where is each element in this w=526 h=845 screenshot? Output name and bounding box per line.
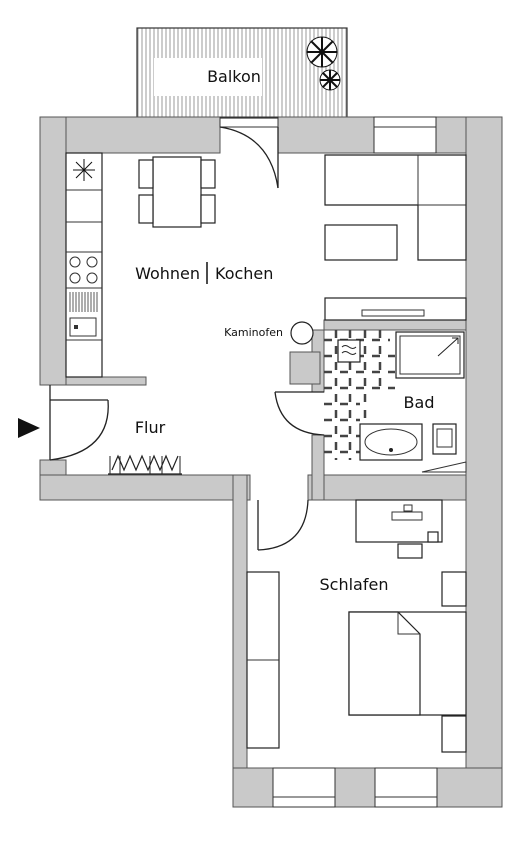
cooktop-icon [69,256,98,284]
balcony [136,27,348,119]
plant-icon [306,36,341,91]
bedroom-furniture [246,499,467,753]
sideboard [324,297,467,321]
fan-icon [73,159,95,181]
stove-icon [290,321,314,345]
walls [39,116,503,808]
coat-rack [108,454,182,475]
wardrobe [246,571,280,749]
washbasin [359,423,423,461]
doors [49,126,325,551]
entrance-arrow-icon[interactable] [18,418,40,438]
windows [219,116,438,808]
shower-icon [395,331,465,379]
room-label-kaminofen: Kaminofen [224,326,283,339]
nightstand [441,571,467,607]
double-bed [348,611,467,716]
dining-table [138,156,216,228]
room-label-schlafen: Schlafen [320,575,389,594]
bathroom-fixtures [324,330,467,473]
toilet [432,423,457,455]
dishwasher-icon [69,292,98,312]
room-label-kochen: Kochen [215,264,273,283]
room-label-balkon: Balkon [207,67,261,86]
room-label-bad: Bad [404,393,435,412]
room-label-wohnen: Wohnen [135,264,200,283]
sink-icon [69,317,97,337]
kitchen-counter [65,152,103,378]
desk [355,499,443,559]
nightstand [441,715,467,753]
room-label-flur: Flur [135,418,166,437]
sofa [324,154,467,261]
